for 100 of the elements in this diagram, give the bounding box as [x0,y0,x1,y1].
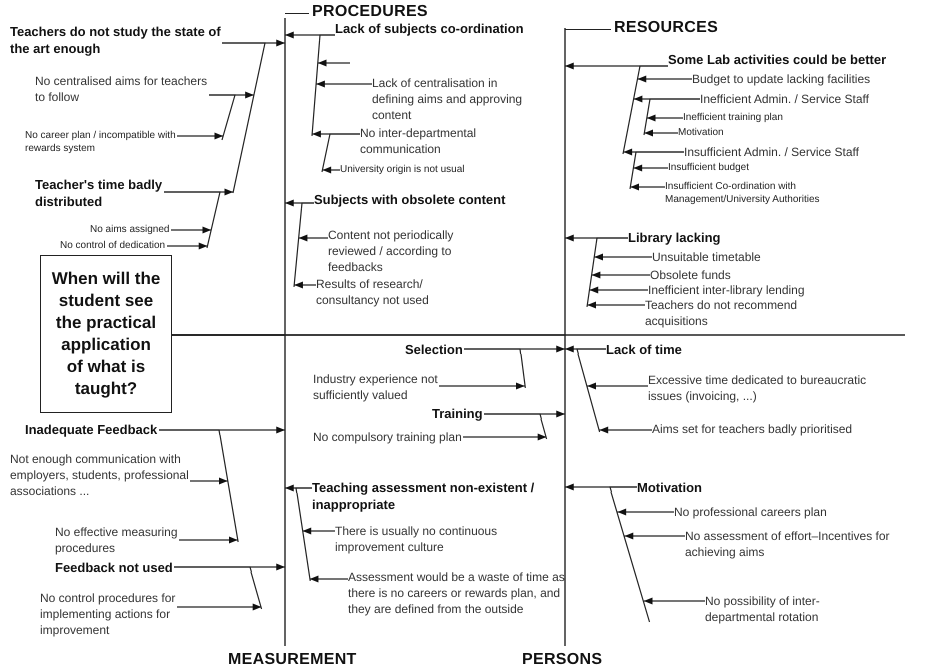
sub-cause-label: No possibility of inter-departmental rotation [705,594,821,626]
arrow [298,234,328,242]
arrow [589,286,648,294]
arrow [594,254,652,260]
sub-cause-label: No control procedures for implementing actions for improvement [40,591,177,639]
sub-bone-line [586,243,598,307]
cause-label: Teacher's time badly distributed [35,177,164,211]
sub-cause-label: University origin is not usual [340,163,466,176]
connector-line [634,151,684,158]
connector-line [648,98,700,104]
bone-line [284,18,286,330]
sub-bone-line [622,71,640,154]
arrow [646,114,683,122]
arrow [599,426,652,434]
arrow [633,164,668,172]
connector-line [159,429,220,436]
sub-cause-label: Excessive time dedicated to bureaucratic issues (invoicing, ...) [648,373,868,405]
sub-cause-label: No assessment of effort–Incentives for achieving aims [685,529,891,561]
sub-cause-label: Budget to update lacking facilities [692,72,872,88]
bone-line [284,340,286,646]
arrow [302,528,335,534]
sub-bone-line [296,493,311,581]
problem-box: When will the student see the practical application of what is taught? [40,255,172,413]
cause-label: Lack of time [606,342,683,359]
arrow [179,536,238,544]
sub-cause-label: No control of dedication [60,239,167,252]
arrow [318,60,350,66]
connector-line [609,486,637,492]
arrow [587,382,648,390]
sub-cause-label: No centralised aims for teachers to follow [35,74,209,106]
arrow [630,184,665,190]
arrow [177,132,224,140]
sub-bone-line [311,40,321,136]
sub-bone-line [520,354,526,388]
sub-cause-label: Lack of centralisation in defining aims and approving content [372,76,524,124]
arrow [587,302,645,308]
sub-cause-label: Industry experience not sufficiently valued [313,372,439,404]
cause-label: Training [432,406,484,423]
connector-line [319,34,335,40]
sub-bone-line [321,139,330,172]
category-label: PERSONS [522,650,602,670]
arrow [316,80,372,88]
sub-cause-label: Insufficient budget [668,161,750,174]
arrow [638,76,692,82]
sub-cause-label: Insufficient Co-ordination with Management/University Authorities [665,180,821,206]
connector-line [484,413,542,420]
sub-bone-line [577,354,601,432]
arrow [190,478,228,484]
connector-line [164,191,221,198]
arrow [624,532,685,540]
arrow [617,508,674,516]
category-label: MEASUREMENT [228,650,357,670]
sub-cause-label: Teachers do not recommend acquisitions [645,298,799,330]
cause-label: Lack of subjects co-ordination [335,21,525,38]
arrow [644,598,705,604]
sub-bone-line [293,208,303,287]
sub-cause-label: Inefficient training plan [683,111,784,124]
sub-bone-line [643,104,650,135]
sub-cause-label: Aims set for teachers badly prioritised [652,422,854,438]
sub-bone-line [610,492,651,622]
sub-bone-line [232,48,265,193]
bone-line [564,340,566,646]
connector-line [596,237,628,244]
connector-line [295,487,312,494]
sub-cause-label: Assessment would be a waste of time as there is no careers or rewards plan, and they are defined from the outside [348,570,566,618]
sub-bone-line [629,157,636,189]
cause-label: Selection [405,342,464,359]
sub-bone-line [540,419,548,439]
arrow [322,166,340,174]
cause-label: Teaching assessment non-existent / inappropriate [312,480,536,514]
connector-line [638,65,668,72]
arrow [171,226,212,234]
cause-label: Motivation [637,480,703,497]
arrow [592,272,650,278]
arrow [310,576,348,582]
connector-line [464,348,522,354]
connector-line [576,348,606,354]
cause-label: Library lacking [628,230,722,247]
sub-cause-label: Unsuitable timetable [652,250,762,266]
connector-line [222,42,266,48]
arrow [177,604,262,610]
sub-bone-line [250,572,263,609]
cause-label: Some Lab activities could be better [668,52,888,69]
cause-label: Subjects with obsolete content [314,192,507,209]
sub-cause-label: No career plan / incompatible with rewards system [25,129,177,155]
sub-cause-label: Obsolete funds [650,268,732,284]
arrow [294,282,316,288]
sub-cause-label: Content not periodically reviewed / according to feedbacks [328,228,455,276]
sub-bone-line [206,197,220,248]
sub-cause-label: Results of research/ consultancy not used [316,277,430,309]
arrow [439,382,525,390]
sub-cause-label: No professional careers plan [674,505,828,521]
connector-line [328,133,360,140]
connector-line [300,202,314,208]
sub-cause-label: No effective measuring procedures [55,525,179,557]
cause-label: Inadequate Feedback [25,422,159,439]
sub-cause-label: There is usually no continuous improvement culture [335,524,499,556]
sub-cause-label: Inefficient inter-library lending [648,283,806,299]
arrow [167,242,208,250]
cause-label: Teachers do not study the state of the art enough [10,24,222,58]
